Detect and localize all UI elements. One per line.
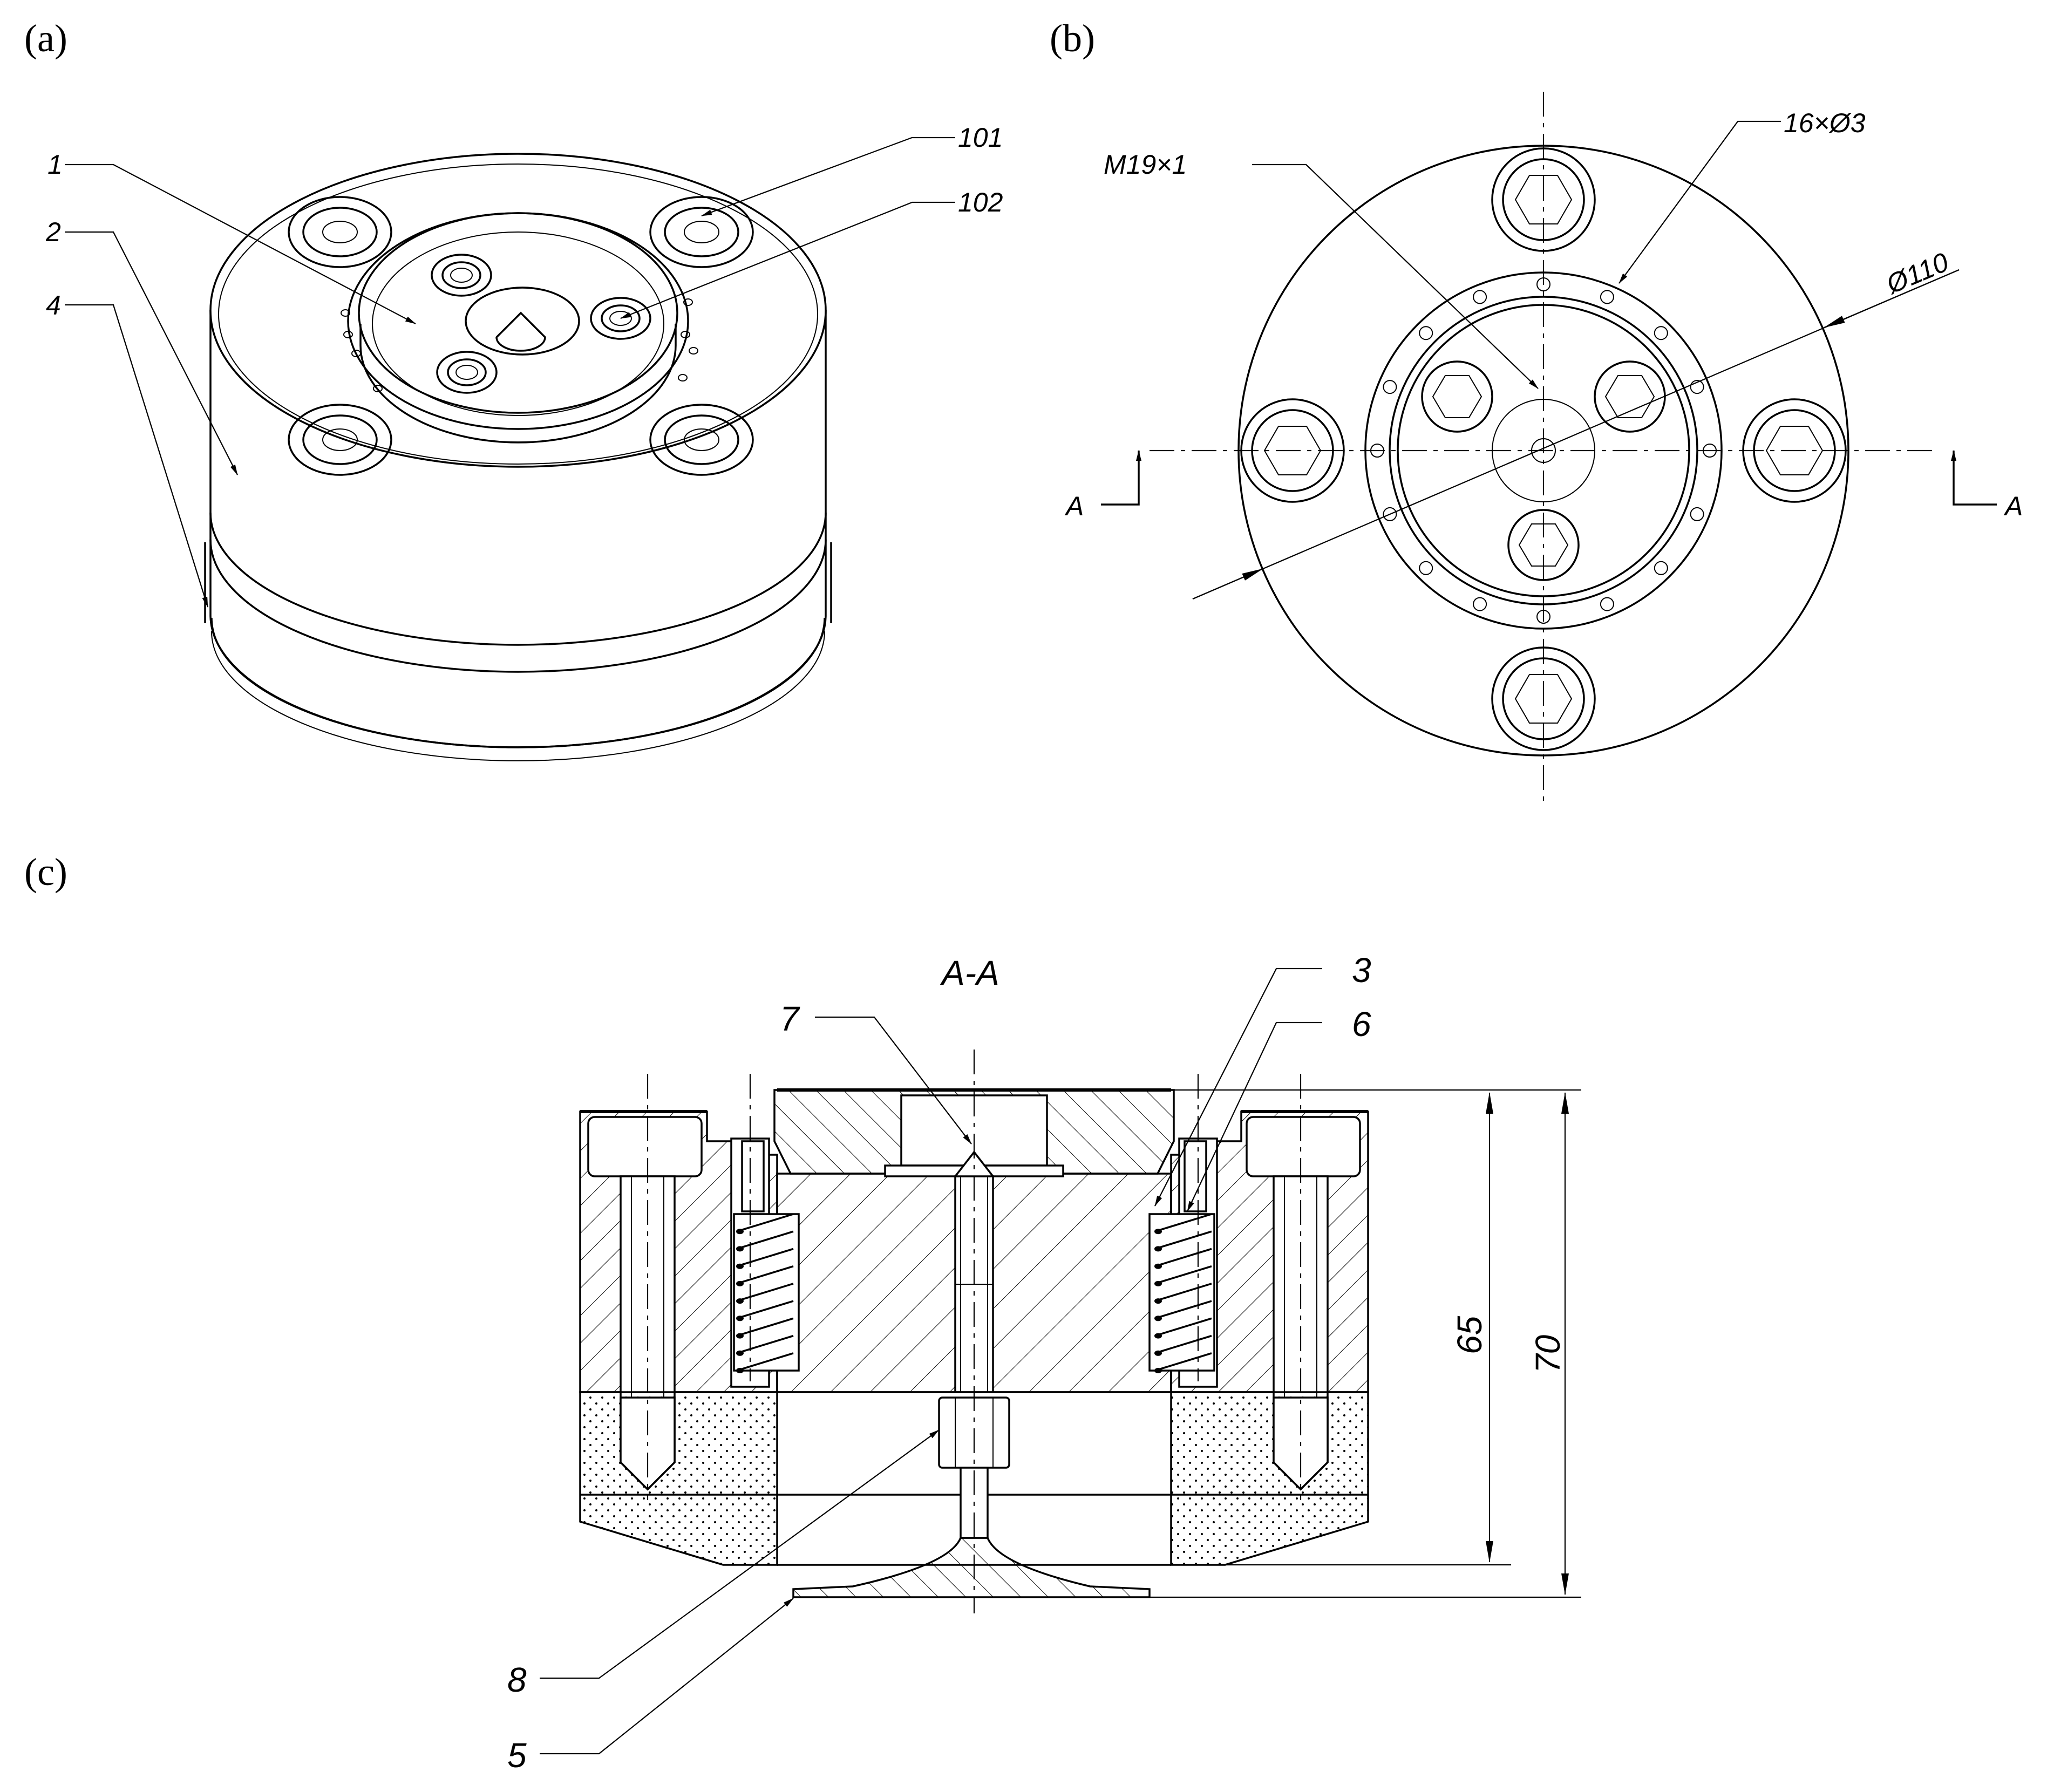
- spring-coil: [736, 1317, 794, 1337]
- top-view: A A Ø110 M19×1 16×Ø3: [1064, 92, 2023, 807]
- small-hole: [1690, 380, 1704, 394]
- section-view: A-A: [507, 951, 1581, 1775]
- small-hole: [1419, 561, 1433, 575]
- outer-screw: [288, 196, 392, 268]
- spring-coil: [1154, 1317, 1212, 1337]
- small-hole: [1654, 561, 1668, 575]
- small-hole: [1690, 507, 1704, 521]
- spring-wire: [736, 1280, 744, 1286]
- small-hole: [1536, 277, 1550, 291]
- small-hole: [1383, 380, 1397, 394]
- callout-7: 7: [780, 999, 800, 1038]
- callout-3: 3: [1352, 951, 1371, 990]
- spring-coil: [1154, 1334, 1212, 1354]
- spring-wire: [736, 1316, 744, 1321]
- spring-right: [1154, 1213, 1212, 1373]
- spring-wire: [1154, 1368, 1162, 1373]
- outer-hex-screw: [1491, 147, 1596, 252]
- callout-8: 8: [507, 1660, 527, 1699]
- spring-wire: [736, 1350, 744, 1356]
- inner-hex-screw: [1507, 509, 1580, 581]
- spring-coil: [736, 1352, 794, 1372]
- lower-right: [1170, 1391, 1369, 1566]
- inner-hex-screw: [1421, 360, 1493, 433]
- spring-coil: [1154, 1300, 1212, 1320]
- outer-screw: [649, 196, 754, 268]
- callout-4: 4: [46, 290, 61, 321]
- spring-coil: [1154, 1283, 1212, 1302]
- outer-screw: [649, 404, 754, 476]
- small-hole: [1600, 290, 1614, 304]
- spring-coil: [1154, 1265, 1212, 1285]
- section-mark-left: A: [1064, 491, 1084, 521]
- spring-wire: [736, 1246, 744, 1252]
- spring-wire: [736, 1263, 744, 1269]
- spring-wire: [1154, 1263, 1162, 1269]
- thread-label: M19×1: [1104, 149, 1187, 180]
- outer-hex-screw: [1240, 398, 1345, 503]
- spring-left: [736, 1213, 794, 1373]
- callout-102: 102: [958, 187, 1003, 217]
- spring-wire: [1154, 1316, 1162, 1321]
- spring-wire: [736, 1229, 744, 1235]
- outer-hex-screw: [1742, 398, 1847, 503]
- small-hole: [1473, 290, 1487, 304]
- spring-coil: [1154, 1248, 1212, 1268]
- spring-coil: [736, 1334, 794, 1354]
- spring-coil: [736, 1300, 794, 1320]
- small-hole: [1473, 597, 1487, 611]
- outer-screw: [288, 404, 392, 476]
- spring-coil: [1154, 1213, 1212, 1232]
- callout-5: 5: [507, 1736, 527, 1775]
- panel-label-a: (a): [24, 17, 67, 60]
- section-mark-right: A: [2003, 491, 2023, 521]
- spring-wire: [1154, 1280, 1162, 1286]
- small-hole: [1419, 326, 1433, 340]
- holes-label: 16×Ø3: [1784, 108, 1866, 138]
- panel-label-b: (b): [1050, 17, 1095, 60]
- panel-label-c: (c): [24, 850, 67, 894]
- spring-wire: [1154, 1246, 1162, 1252]
- spring-coil: [736, 1213, 794, 1232]
- spring-wire: [1154, 1229, 1162, 1235]
- spring-wire: [736, 1368, 744, 1373]
- section-title: A-A: [940, 953, 999, 992]
- small-hole: [1654, 326, 1668, 340]
- spring-coil: [1154, 1352, 1212, 1372]
- small-hole: [1383, 507, 1397, 521]
- small-hole: [1600, 597, 1614, 611]
- spring-coil: [1154, 1230, 1212, 1250]
- outer-hex-screw: [1491, 646, 1596, 751]
- ring-holes: [341, 298, 698, 392]
- callout-101: 101: [958, 122, 1003, 153]
- spring-wire: [1154, 1333, 1162, 1339]
- spring-coil: [736, 1248, 794, 1268]
- lower-left: [579, 1391, 778, 1566]
- diameter-label: Ø110: [1881, 247, 1953, 300]
- spring-wire: [1154, 1350, 1162, 1356]
- small-hole: [1536, 610, 1550, 624]
- spring-coil: [736, 1265, 794, 1285]
- dim-70: 70: [1528, 1334, 1567, 1373]
- inner-screw: [431, 254, 492, 297]
- spring-coil: [736, 1230, 794, 1250]
- small-holes-16: [1370, 277, 1717, 624]
- inner-screw: [590, 297, 651, 340]
- isometric-view: 1 2 4 101 102: [45, 122, 1003, 761]
- small-hole: [1703, 444, 1717, 458]
- suction-cup: [792, 1537, 1151, 1598]
- callout-6: 6: [1352, 1005, 1371, 1044]
- callout-2: 2: [45, 217, 61, 247]
- inner-screw: [436, 351, 498, 394]
- callout-1: 1: [47, 149, 63, 180]
- spring-wire: [736, 1298, 744, 1304]
- dim-65: 65: [1450, 1316, 1489, 1354]
- spring-coil: [736, 1283, 794, 1302]
- spring-wire: [1154, 1298, 1162, 1304]
- spring-wire: [736, 1333, 744, 1339]
- small-hole: [1370, 444, 1384, 458]
